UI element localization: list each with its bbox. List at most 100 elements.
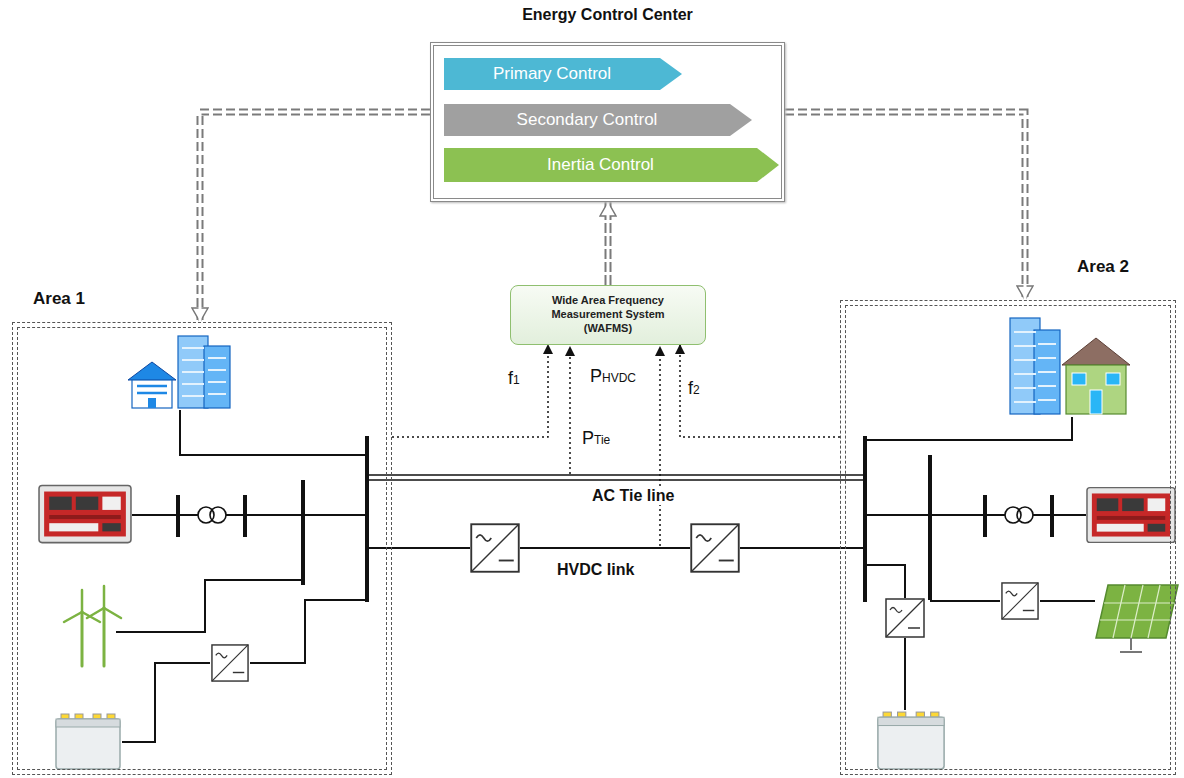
measurement-arrowheads-part xyxy=(565,346,575,356)
wind-turbine-icon xyxy=(64,586,121,666)
building-icon-part xyxy=(1062,338,1130,365)
wind-turbine-icon-part xyxy=(87,608,104,618)
measurement-lines-part xyxy=(659,352,661,546)
battery-icon-part xyxy=(878,712,944,769)
transformer-symbol-part xyxy=(1017,507,1033,523)
control-link-line xyxy=(785,112,1025,300)
wiring-part xyxy=(1040,600,1095,602)
wiring-part xyxy=(243,495,247,537)
building-icon-part xyxy=(1014,332,1056,402)
generator-icon-part xyxy=(1087,488,1175,543)
wind-turbine-icon-part xyxy=(104,608,121,618)
signal-label: PHVDC xyxy=(588,366,638,387)
arrow-band-fill xyxy=(444,58,682,90)
signal-label: f1 xyxy=(506,368,522,389)
control-arrow-band: Primary Control xyxy=(444,58,682,90)
signal-label: PTie xyxy=(580,428,612,449)
wiring xyxy=(116,410,1095,742)
double-line-inner xyxy=(785,112,1025,300)
wiring-part xyxy=(865,417,1072,440)
control-link-line xyxy=(608,202,609,285)
measurement-arrowheads-part xyxy=(655,346,665,356)
double-line-inner xyxy=(200,112,430,322)
heading-label: Area 2 xyxy=(1077,257,1129,277)
double-line-outer xyxy=(605,202,612,285)
wiring-part xyxy=(122,663,210,742)
wind-turbine-icon-part xyxy=(103,608,106,666)
box-label: Wide Area Frequency Measurement System (… xyxy=(531,294,685,335)
generator-icon-part xyxy=(39,485,131,542)
building-icon-part xyxy=(148,398,156,408)
control-arrow-band: Secondary Control xyxy=(444,104,752,136)
converter-symbol-part xyxy=(471,524,519,572)
area-region: Area 1 xyxy=(12,322,392,775)
wiring-part xyxy=(367,547,470,549)
solar-panel-icon xyxy=(1096,585,1178,652)
band-label: Primary Control xyxy=(493,64,611,84)
solar-panel-icon-part xyxy=(1120,638,1142,652)
converter-symbol-part xyxy=(691,524,739,572)
wiring-part xyxy=(176,495,180,537)
wiring-part xyxy=(740,547,865,549)
converter-symbol xyxy=(212,524,1038,681)
arrow-band-fill xyxy=(444,148,779,182)
building-icon-part xyxy=(1106,373,1120,385)
wiring-part xyxy=(250,600,367,663)
wiring-part xyxy=(930,600,1000,602)
wiring-part xyxy=(301,480,305,585)
wiring-part xyxy=(1050,495,1054,537)
solar-panel-icon-part xyxy=(1096,585,1178,638)
wind-turbine-icon-part xyxy=(64,612,82,622)
building-icon-part xyxy=(204,346,230,408)
building-icon-part xyxy=(182,348,226,396)
control-link-line xyxy=(200,112,430,322)
wiring-part xyxy=(928,455,932,600)
line-label: HVDC link xyxy=(555,561,636,579)
dotted-signal-path xyxy=(392,345,548,437)
measurement-lines-part xyxy=(569,352,571,474)
measurement-system-box: Wide Area Frequency Measurement System (… xyxy=(510,285,706,345)
double-line-outer xyxy=(200,112,430,322)
building-icon-part xyxy=(137,386,167,393)
building-icon-part xyxy=(1090,390,1102,414)
double-line-inner xyxy=(607,202,610,285)
wiring-part xyxy=(180,410,367,455)
measurement-arrowheads xyxy=(565,346,665,356)
control-arrow-band: Inertia Control xyxy=(444,148,779,182)
wind-turbine-icon-part xyxy=(103,586,106,608)
wind-turbine-icon-part xyxy=(81,612,84,666)
band-label: Inertia Control xyxy=(547,155,654,175)
wiring-part xyxy=(116,580,303,632)
battery-icon xyxy=(56,712,944,769)
measurement-lines xyxy=(570,352,660,546)
converter-symbol-part xyxy=(1002,583,1038,619)
transformer-symbol xyxy=(198,507,1033,523)
building-icon-part xyxy=(132,380,172,408)
line-label: AC Tie line xyxy=(590,487,676,505)
measurement-signal-line xyxy=(392,345,548,437)
wiring-part xyxy=(226,514,367,516)
heading-label: Area 1 xyxy=(33,289,85,309)
signal-label: f2 xyxy=(686,378,702,399)
building-icon-part xyxy=(1066,365,1126,414)
band-label: Secondary Control xyxy=(517,110,658,130)
transformer-symbol-part xyxy=(210,507,226,523)
converter-symbol-part xyxy=(886,599,924,637)
solar-panel-icon-part xyxy=(1100,585,1174,638)
area-region: Area 2 xyxy=(840,300,1176,775)
wiring-part xyxy=(865,565,905,598)
control-center-box: Energy Control CenterPrimary ControlSeco… xyxy=(430,42,785,202)
generator-icon xyxy=(39,485,1175,542)
wiring-part xyxy=(132,514,198,516)
wiring-part xyxy=(367,479,865,481)
wiring-part xyxy=(983,495,987,537)
converter-symbol-part xyxy=(212,645,248,681)
battery-icon-part xyxy=(56,714,120,769)
double-line-outer xyxy=(785,112,1025,300)
wiring-part xyxy=(863,436,867,602)
wiring-part xyxy=(1033,514,1086,516)
dotted-signal-path xyxy=(680,345,840,437)
wiring-part xyxy=(904,638,906,710)
building-icon-part xyxy=(128,362,176,380)
